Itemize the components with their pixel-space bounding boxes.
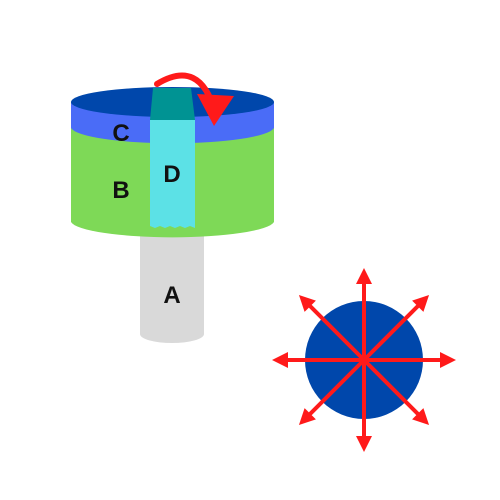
radial-expansion-figure (272, 268, 456, 452)
label-c: C (112, 120, 129, 147)
core-body (150, 120, 195, 228)
core-part-d (150, 88, 195, 228)
radial-arrow (362, 294, 430, 362)
label-a: A (163, 282, 180, 309)
radial-arrow (362, 358, 430, 426)
radial-arrow (298, 358, 366, 426)
label-d: D (163, 161, 180, 188)
core-top (150, 88, 195, 120)
rotation-arrow-head (197, 94, 234, 126)
stem-body (140, 232, 204, 343)
radial-arrow (298, 294, 366, 362)
stem-part-a (140, 232, 204, 343)
label-b: B (112, 177, 129, 204)
